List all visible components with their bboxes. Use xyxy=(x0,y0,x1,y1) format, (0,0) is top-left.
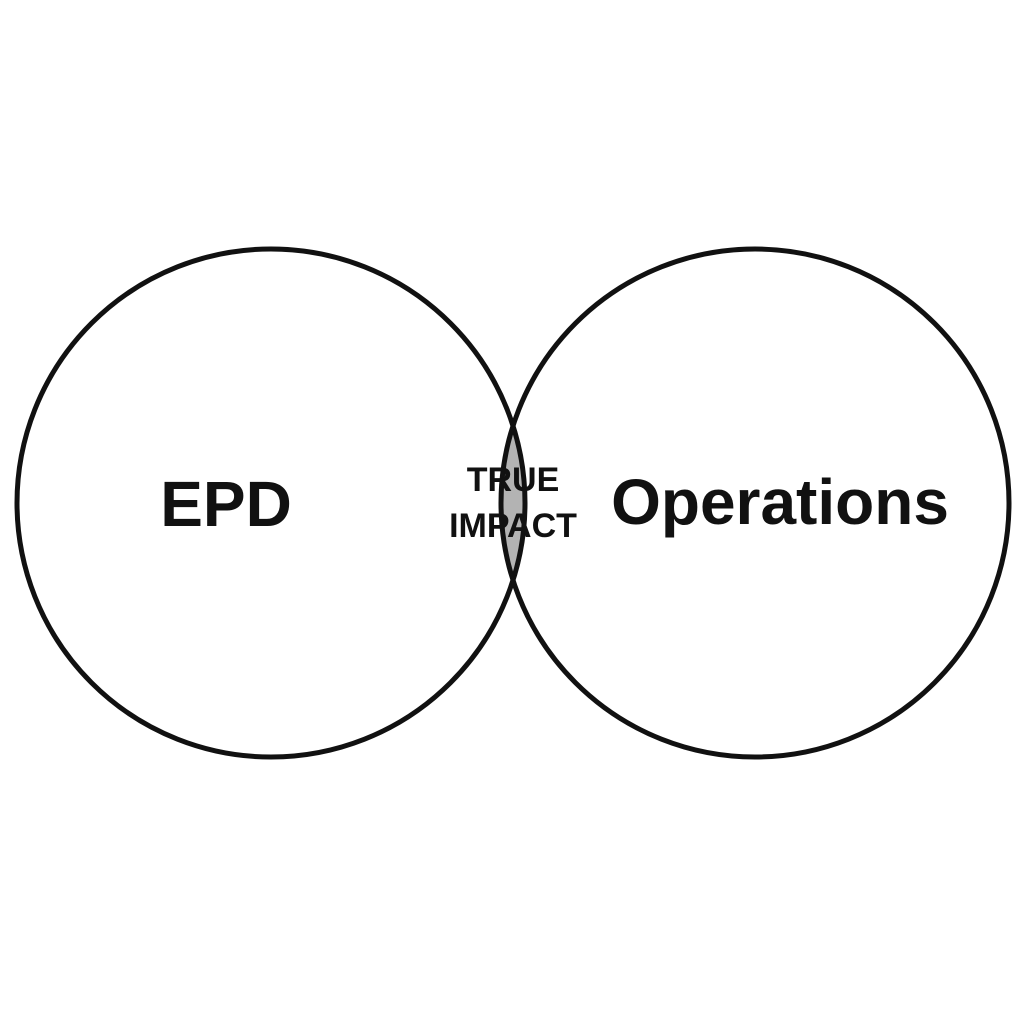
right-set-label: Operations xyxy=(611,466,949,538)
intersection-label-line1: TRUE xyxy=(467,461,560,499)
left-circle xyxy=(14,246,528,760)
intersection-label-line2: IMPACT xyxy=(449,507,577,545)
right-circle xyxy=(498,246,1012,760)
left-set-label: EPD xyxy=(160,468,292,540)
